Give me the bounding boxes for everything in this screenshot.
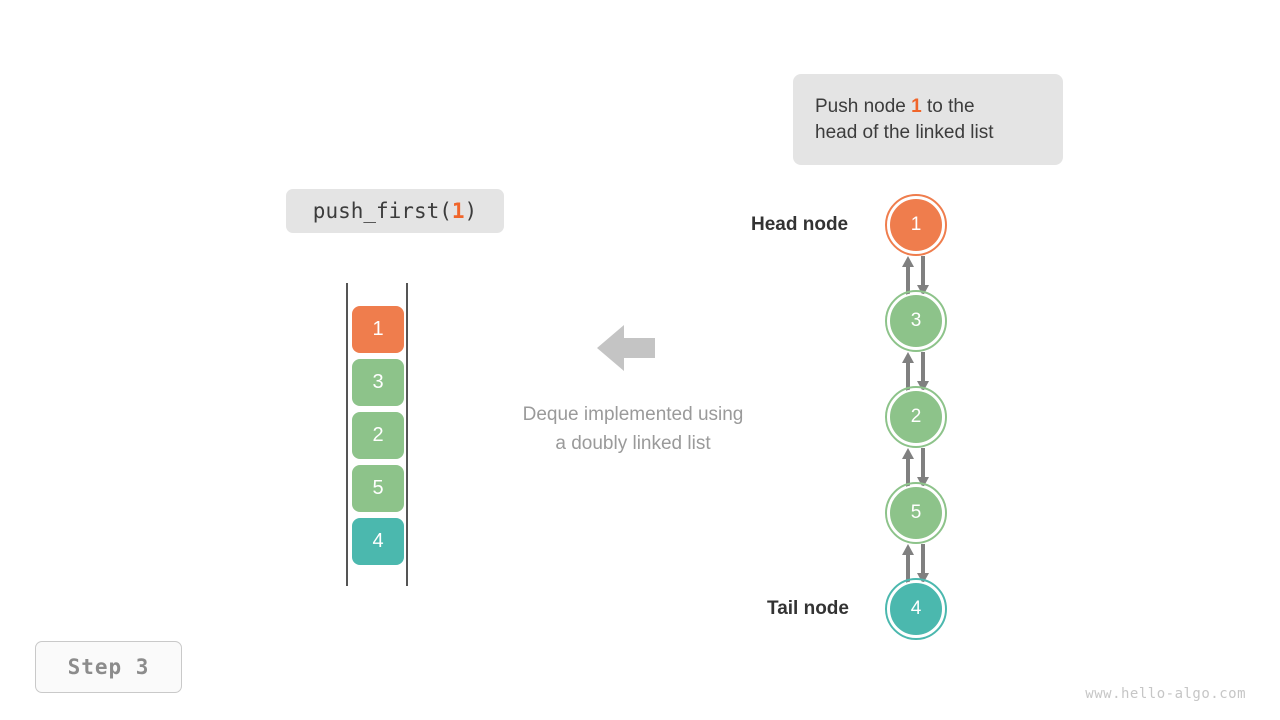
- tail-node-label: Tail node: [767, 598, 849, 619]
- deque-cell-value: 2: [372, 424, 384, 446]
- linked-list-node: 5: [885, 482, 947, 544]
- callout-bubble: Push node 1 to the head of the linked li…: [793, 74, 1063, 165]
- operation-argument: 1: [451, 199, 465, 223]
- callout-line-1-pre: Push node: [815, 95, 912, 117]
- linked-list-node-value: 1: [910, 214, 922, 235]
- node-outer-ring: [885, 386, 947, 448]
- deque-cell: 5: [352, 465, 404, 512]
- doubly-linked-list: 1 3 2 5 4: [884, 186, 956, 640]
- watermark: www.hello-algo.com: [1085, 686, 1246, 702]
- deque-cell-value: 5: [372, 477, 384, 499]
- linked-list-node: 1: [885, 194, 947, 256]
- deque-cell-value: 1: [372, 318, 384, 340]
- deque-array-column: 1 3 2 5 4: [340, 283, 415, 586]
- step-badge: Step 3: [35, 641, 182, 693]
- operation-code-post: ): [464, 199, 478, 223]
- deque-cell: 1: [352, 306, 404, 353]
- deque-cell-value: 4: [372, 530, 384, 552]
- left-pointing-arrow-icon: [597, 325, 655, 371]
- linked-list-node-value: 4: [910, 598, 922, 619]
- deque-rail-left: [346, 283, 348, 586]
- callout-highlight-value: 1: [911, 95, 922, 117]
- linked-list-node: 2: [885, 386, 947, 448]
- step-badge-label: Step 3: [67, 655, 150, 679]
- linked-list-node-value: 3: [910, 310, 922, 331]
- node-outer-ring: [885, 578, 947, 640]
- deque-cell: 3: [352, 359, 404, 406]
- linked-list-node-value: 5: [910, 502, 922, 523]
- node-outer-ring: [885, 290, 947, 352]
- deque-cell: 2: [352, 412, 404, 459]
- operation-label: push_first(1): [286, 189, 504, 233]
- linked-list-node-value: 2: [910, 406, 922, 427]
- node-outer-ring: [885, 482, 947, 544]
- middle-caption: Deque implemented using a doubly linked …: [473, 400, 793, 458]
- deque-cell: 4: [352, 518, 404, 565]
- deque-cell-value: 3: [372, 371, 384, 393]
- callout-line-1: Push node 1 to the: [815, 94, 1041, 120]
- linked-list-node: 4: [885, 578, 947, 640]
- callout-line-2: head of the linked list: [815, 121, 994, 143]
- middle-caption-line-1: Deque implemented using: [522, 404, 744, 425]
- linked-list-node: 3: [885, 290, 947, 352]
- middle-caption-line-2: a doubly linked list: [555, 433, 711, 454]
- operation-code: push_first(1): [313, 199, 477, 223]
- head-node-label: Head node: [751, 214, 849, 235]
- callout-line-1-post: to the: [921, 95, 975, 117]
- deque-rail-right: [406, 283, 408, 586]
- node-outer-ring: [885, 194, 947, 256]
- operation-code-pre: push_first(: [312, 199, 452, 223]
